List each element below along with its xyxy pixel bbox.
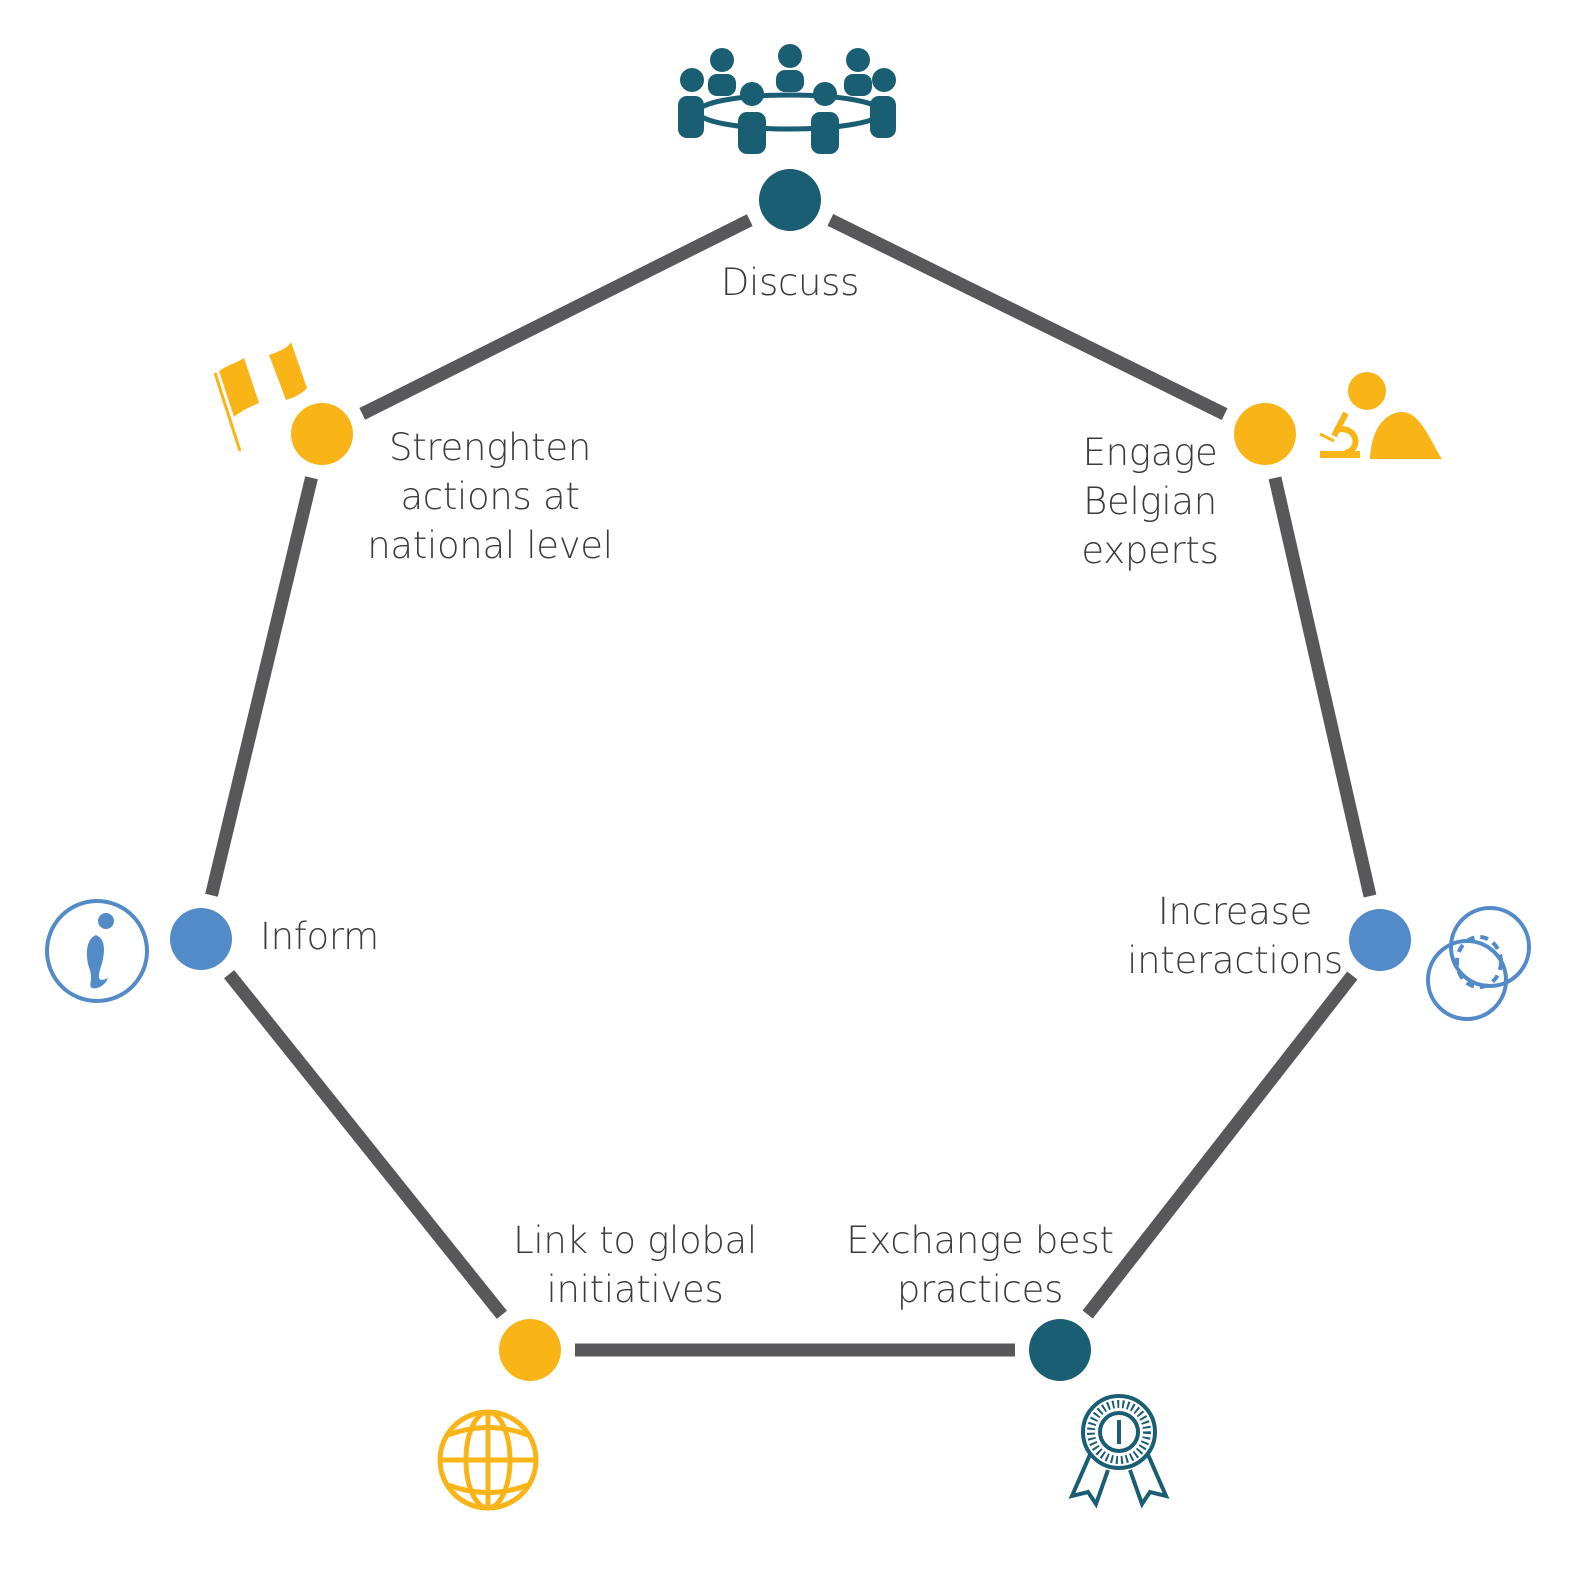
- edge-link-inform: [224, 970, 507, 1319]
- edge-engage-increase: [1268, 476, 1377, 898]
- node-label-exchange: Exchange best practices: [846, 1219, 1114, 1311]
- node-label-link: Link to global initiatives: [513, 1219, 757, 1311]
- award-ribbon-icon: [1068, 1394, 1170, 1509]
- globe-icon: [437, 1409, 539, 1511]
- node-discuss: [759, 169, 821, 231]
- node-label-increase: Increase interactions: [1127, 890, 1343, 982]
- node-label-inform: Inform: [260, 915, 379, 958]
- edge-inform-strengthen: [205, 476, 318, 897]
- info-icon: [45, 899, 149, 1003]
- edge-strengthen-discuss: [359, 214, 753, 420]
- node-label-strengthen: Strenghten actions at national level: [367, 426, 613, 567]
- node-label-discuss: Discuss: [720, 261, 860, 304]
- edge-increase-exchange: [1082, 971, 1358, 1319]
- node-inform: [170, 908, 232, 970]
- node-strengthen: [291, 403, 353, 465]
- node-label-engage: Engage Belgian experts: [1081, 431, 1219, 572]
- node-engage: [1234, 403, 1296, 465]
- node-link: [499, 1319, 561, 1381]
- node-increase: [1349, 909, 1411, 971]
- overlapping-circles-icon: [1426, 906, 1531, 1021]
- edge-discuss-engage: [827, 214, 1228, 420]
- node-exchange: [1029, 1319, 1091, 1381]
- people-round-table-icon: [678, 44, 896, 154]
- scientist-microscope-icon: [1319, 372, 1442, 459]
- nodes: [170, 169, 1411, 1381]
- edges: [205, 214, 1377, 1357]
- flag-icon: [213, 342, 307, 452]
